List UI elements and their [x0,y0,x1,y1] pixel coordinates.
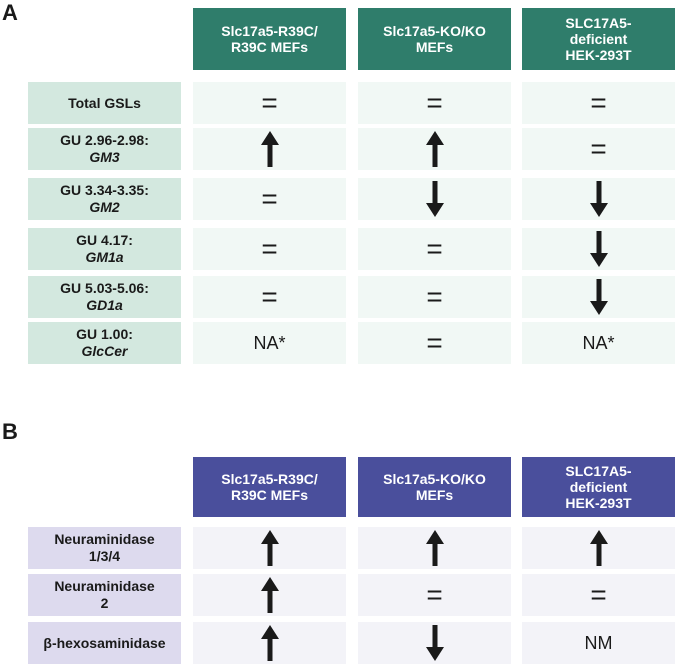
row-label: GU 3.34-3.35:GM2 [28,178,181,220]
panel-b-letter: B [2,419,18,444]
row-label-glycan: GlcCer [81,343,128,359]
result-cell: = [358,228,511,270]
column-header: Slc17a5-R39C/ R39C MEFs [193,8,346,70]
row-label-text: GU 2.96-2.98: [60,132,149,148]
arrow-down-icon [425,181,444,217]
row-label-text: Neuraminidase 1/3/4 [54,531,155,564]
arrow-down-icon [589,279,608,315]
result-cell [358,128,511,170]
row-label-text: Neuraminidase 2 [54,578,155,611]
result-cell [358,527,511,569]
result-cell [522,527,675,569]
result-cell: = [193,276,346,318]
column-header: SLC17A5- deficient HEK-293T [522,8,675,70]
result-cell: NA* [522,322,675,364]
row-label-text: GU 1.00: [76,326,133,342]
equal-sign: = [426,233,443,264]
arrow-up-icon [260,577,279,613]
column-header: Slc17a5-R39C/ R39C MEFs [193,457,346,517]
result-cell: = [358,574,511,616]
result-text: NA* [253,332,286,353]
result-cell: = [358,276,511,318]
row-label: Neuraminidase 1/3/4 [28,527,181,569]
equal-sign: = [590,133,607,164]
result-cell [193,527,346,569]
result-cell [522,228,675,270]
equal-sign: = [426,579,443,610]
row-label-text: GU 3.34-3.35: [60,182,149,198]
row-label-glycan: GD1a [86,297,123,313]
result-cell [193,128,346,170]
result-cell: = [193,178,346,220]
result-cell [358,178,511,220]
equal-sign: = [261,183,278,214]
row-label-text: β-hexosaminidase [43,634,166,651]
arrow-up-icon [589,530,608,566]
equal-sign: = [426,327,443,358]
column-header: SLC17A5- deficient HEK-293T [522,457,675,517]
row-label: GU 5.03-5.06:GD1a [28,276,181,318]
arrow-up-icon [260,625,279,661]
row-label: GU 4.17:GM1a [28,228,181,270]
result-text: NA* [582,332,615,353]
row-label-text: GU 4.17: [76,232,133,248]
arrow-down-icon [589,231,608,267]
result-cell: = [522,574,675,616]
equal-sign: = [261,87,278,118]
equal-sign: = [426,87,443,118]
arrow-up-icon [260,530,279,566]
row-label: Neuraminidase 2 [28,574,181,616]
row-label: β-hexosaminidase [28,622,181,664]
row-label-text: GU 5.03-5.06: [60,280,149,296]
result-cell: = [522,128,675,170]
column-header: Slc17a5-KO/KO MEFs [358,457,511,517]
row-label: GU 1.00:GlcCer [28,322,181,364]
row-label-glycan: GM3 [89,149,120,165]
result-cell: = [193,228,346,270]
equal-sign: = [590,579,607,610]
row-label: Total GSLs [28,82,181,124]
arrow-up-icon [425,530,444,566]
result-cell: = [522,82,675,124]
result-cell: = [358,82,511,124]
result-cell [193,574,346,616]
result-cell [522,178,675,220]
equal-sign: = [261,281,278,312]
row-label-glycan: GM2 [89,199,120,215]
result-cell: NA* [193,322,346,364]
equal-sign: = [590,87,607,118]
row-label-glycan: GM1a [85,249,124,265]
result-cell: NM [522,622,675,664]
row-label: GU 2.96-2.98:GM3 [28,128,181,170]
result-text: NM [584,632,613,653]
arrow-down-icon [425,625,444,661]
arrow-down-icon [589,181,608,217]
equal-sign: = [261,233,278,264]
result-cell [522,276,675,318]
row-label-text: Total GSLs [68,94,141,111]
panel-a-letter: A [2,0,18,25]
equal-sign: = [426,281,443,312]
result-cell [358,622,511,664]
result-cell: = [358,322,511,364]
arrow-up-icon [425,131,444,167]
arrow-up-icon [260,131,279,167]
result-cell: = [193,82,346,124]
result-cell [193,622,346,664]
column-header: Slc17a5-KO/KO MEFs [358,8,511,70]
